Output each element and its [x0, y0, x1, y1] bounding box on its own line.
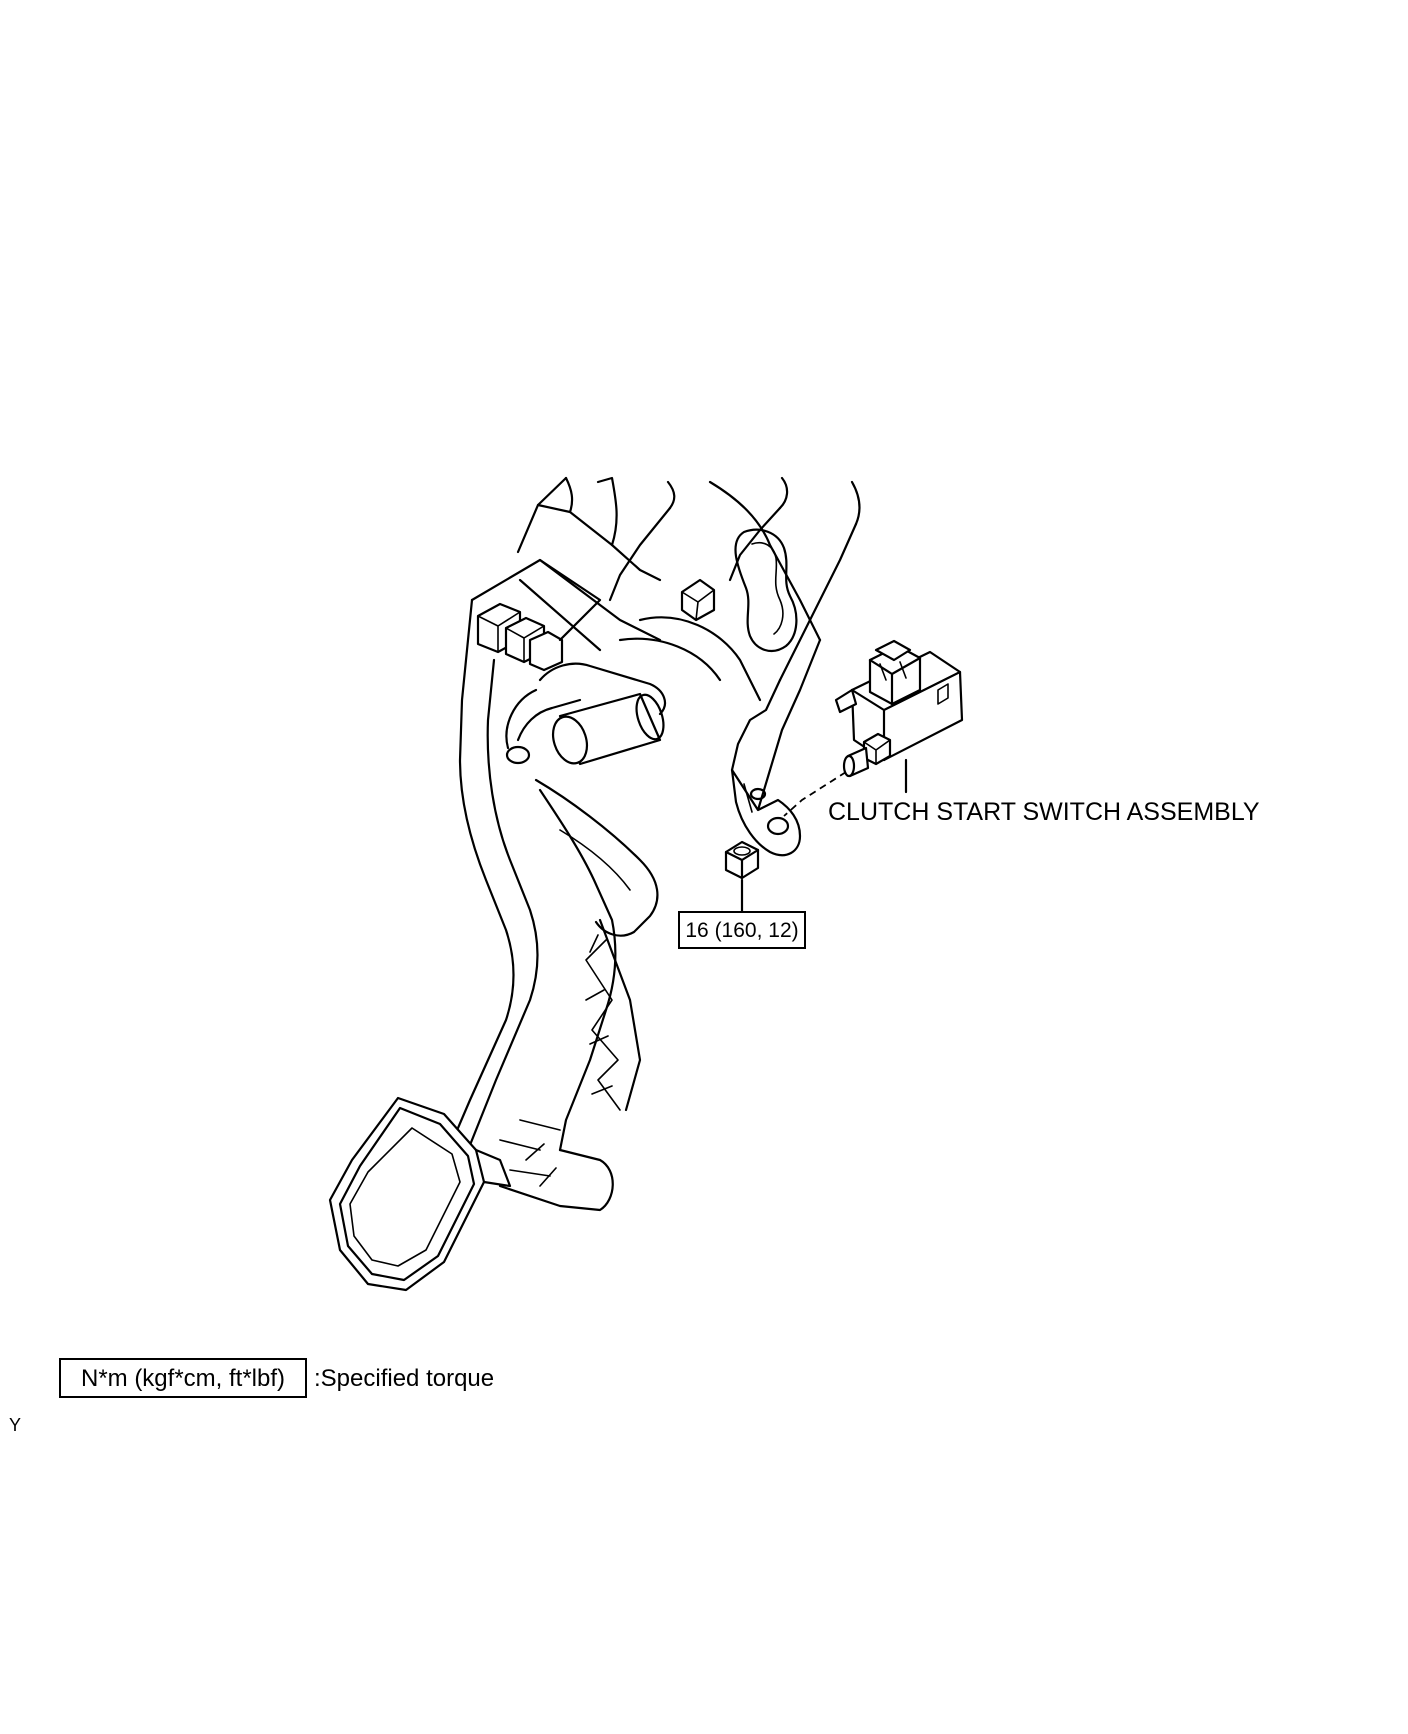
clutch-start-switch-drawing	[834, 639, 964, 778]
corner-mark: Y	[9, 1415, 21, 1435]
switch-alignment-line	[783, 771, 847, 817]
legend-unit-box	[59, 1358, 307, 1398]
legend-unit-text: N*m (kgf*cm, ft*lbf)	[81, 1365, 285, 1392]
pedal-support-bracket-drawing	[516, 476, 861, 702]
hex-nut-drawing	[724, 840, 760, 880]
legend-description: :Specified torque	[314, 1365, 494, 1392]
torque-value-box	[678, 911, 806, 949]
switch-mount-arm-drawing	[730, 638, 822, 857]
master-cylinder-pushrod-drawing	[470, 558, 667, 766]
torque-value-text: 16 (160, 12)	[685, 919, 798, 942]
clutch-start-switch-label: CLUTCH START SWITCH ASSEMBLY	[828, 798, 1260, 826]
pedal-arm-drawing	[438, 598, 659, 1212]
pedal-pad-drawing	[328, 1096, 512, 1292]
